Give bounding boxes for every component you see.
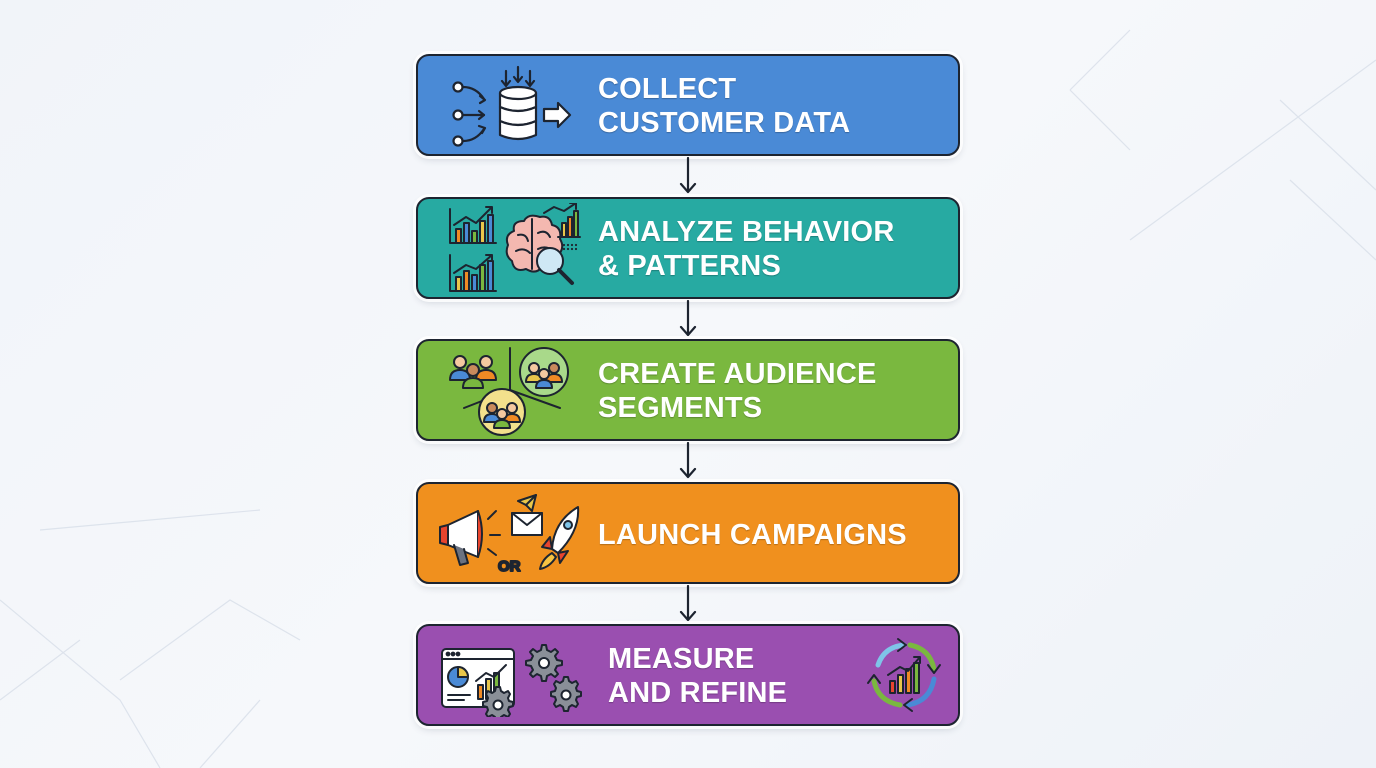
step-launch: OR LAUNCH CAMPAIGNS (416, 482, 960, 584)
step-analyze-line1: ANALYZE BEHAVIOR (598, 216, 895, 248)
step-collect-line1: COLLECT (598, 73, 737, 105)
step-collect-line2: CUSTOMER DATA (598, 107, 851, 139)
arrow-down-icon (679, 157, 697, 194)
step-segment-line1: CREATE AUDIENCE (598, 358, 877, 390)
audience-segments-icon (449, 347, 569, 436)
arrow-down-icon (679, 585, 697, 622)
arrow-down-icon (679, 442, 697, 479)
step-analyze: ANALYZE BEHAVIOR & PATTERNS (416, 197, 960, 299)
step-measure-line2: AND REFINE (608, 677, 788, 709)
step-measure-line1: MEASURE (608, 643, 755, 675)
database-icon (452, 65, 572, 147)
brain-analytics-icon (449, 203, 581, 292)
dashboard-gears-icon (441, 644, 582, 717)
step-measure: MEASURE AND REFINE (416, 624, 960, 726)
step-segment-line2: SEGMENTS (598, 392, 763, 424)
step-collect: COLLECT CUSTOMER DATA (416, 54, 960, 156)
step-segment: CREATE AUDIENCE SEGMENTS (416, 339, 960, 441)
step-analyze-line2: & PATTERNS (598, 250, 781, 282)
step-launch-line1: LAUNCH CAMPAIGNS (598, 519, 907, 551)
refresh-chart-icon (867, 638, 941, 712)
or-label: OR (498, 558, 521, 575)
megaphone-email-rocket-icon: OR (439, 494, 580, 575)
arrow-down-icon (679, 300, 697, 337)
